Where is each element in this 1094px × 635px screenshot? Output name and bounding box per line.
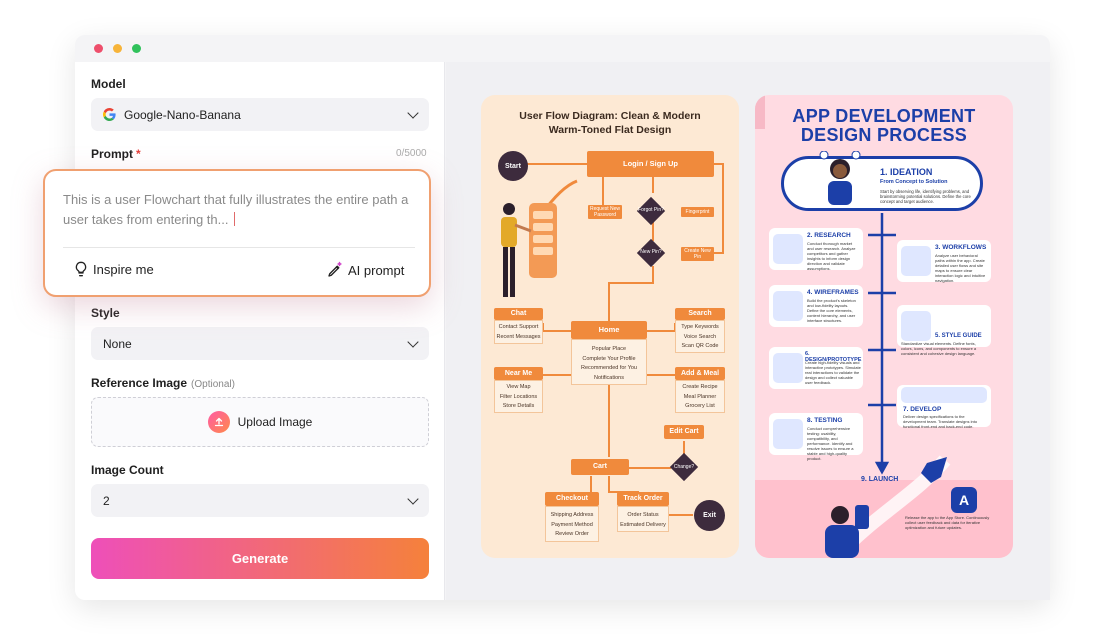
- lightbulb-icon: [73, 261, 89, 277]
- exit-node: Exit: [694, 500, 725, 531]
- fingerprint-node: Fingerprint: [681, 207, 714, 217]
- ai-prompt-button[interactable]: AI prompt: [326, 261, 404, 279]
- chat-node: Chat: [494, 308, 543, 320]
- step-style-guide: 5. STYLE GUIDE Standardize visual elemen…: [897, 305, 991, 356]
- style-select[interactable]: None: [91, 327, 429, 360]
- ideation-text: Start by observing life, identifying pro…: [880, 189, 971, 204]
- upload-icon: [207, 411, 230, 433]
- upload-image-dropzone[interactable]: Upload Image: [91, 397, 429, 447]
- ideation-subtitle: From Concept to Solution: [880, 179, 948, 185]
- image-count-select[interactable]: 2: [91, 484, 429, 517]
- image-count-value: 2: [103, 493, 110, 508]
- step-wireframes: 4. WIREFRAMES Build the product's skelet…: [769, 285, 863, 327]
- prompt-label: Prompt*: [91, 147, 141, 161]
- wireframe-icon: [773, 291, 803, 321]
- reference-image-label: Reference Image(Optional): [91, 376, 235, 390]
- thinking-person-illustration: [819, 151, 861, 205]
- phone-design-icon: [773, 353, 803, 383]
- edit-cart-node: Edit Cart: [664, 425, 704, 439]
- launch-title: 9. LAUNCH: [861, 476, 899, 483]
- maximize-dot[interactable]: [132, 44, 141, 53]
- search-node: Search: [675, 308, 725, 320]
- prompt-input-card[interactable]: This is a user Flowchart that fully illu…: [43, 169, 431, 297]
- forgot-pin-label: Forgot Pin?: [638, 207, 664, 213]
- inspire-me-label: Inspire me: [93, 261, 154, 277]
- create-pin-node: Create New Pin: [681, 247, 714, 261]
- home-node: Home: [571, 321, 647, 339]
- change-label: Change?: [673, 464, 695, 470]
- required-mark: *: [136, 147, 141, 161]
- chevron-down-icon: [407, 106, 419, 119]
- window-controls: [94, 44, 141, 53]
- magnifier-icon: [773, 234, 803, 264]
- upload-image-label: Upload Image: [237, 415, 313, 429]
- ideation-box: 1. IDEATION From Concept to Solution Sta…: [781, 151, 983, 211]
- style-value: None: [103, 336, 132, 351]
- model-select[interactable]: Google-Nano-Banana: [91, 98, 429, 131]
- style-label: Style: [91, 306, 120, 320]
- add-meal-node: Add & Meal: [675, 367, 725, 380]
- step-testing: 8. TESTING Conduct comprehensive testing…: [769, 413, 863, 461]
- robot-test-icon: [773, 419, 803, 449]
- prompt-char-counter: 0/5000: [396, 148, 427, 159]
- step-develop: 7. DEVELOP Deliver design specifications…: [897, 385, 991, 429]
- text-cursor-icon: [234, 212, 241, 226]
- near-me-node: Near Me: [494, 367, 543, 380]
- cart-node: Cart: [571, 459, 629, 475]
- palette-icon: [901, 311, 931, 341]
- close-dot[interactable]: [94, 44, 103, 53]
- minimize-dot[interactable]: [113, 44, 122, 53]
- start-node: Start: [498, 151, 528, 181]
- ideation-title: 1. IDEATION: [880, 167, 933, 177]
- image-count-label: Image Count: [91, 463, 164, 477]
- step-workflows: 3. WORKFLOWS Analyze user behavioral pat…: [897, 240, 991, 283]
- optional-tag: (Optional): [191, 379, 235, 390]
- divider: [63, 247, 415, 248]
- inspire-me-button[interactable]: Inspire me: [73, 261, 154, 277]
- track-order-node: Track Order: [617, 492, 669, 506]
- step-research: 2. RESEARCH Conduct thorough market and …: [769, 228, 863, 271]
- chevron-down-icon: [407, 492, 419, 505]
- magic-pen-icon: [326, 261, 344, 279]
- workflow-icon: [901, 246, 931, 276]
- rocket-launch-illustration: [825, 455, 951, 558]
- corner-decoration: [755, 95, 765, 129]
- prompt-textarea[interactable]: This is a user Flowchart that fully illu…: [63, 192, 409, 227]
- new-pin-label: New Pin?: [640, 249, 662, 255]
- app-store-icon: A: [951, 487, 977, 513]
- google-icon: [103, 108, 116, 121]
- launch-text: Release the app to the App Store. Contin…: [905, 515, 990, 530]
- login-node: Login / Sign Up: [587, 151, 714, 177]
- person-with-phone-illustration: [501, 203, 557, 297]
- chevron-down-icon: [407, 335, 419, 348]
- model-label: Model: [91, 77, 126, 91]
- checkout-node: Checkout: [545, 492, 599, 506]
- model-value: Google-Nano-Banana: [124, 107, 241, 122]
- step-design-prototype: 6. DESIGN/PROTOTYPE Create high-fidelity…: [769, 347, 863, 389]
- request-password-node: Request New Password: [588, 205, 622, 219]
- code-bug-icon: [901, 387, 987, 403]
- ai-prompt-label: AI prompt: [348, 262, 405, 278]
- timeline-connector: [868, 213, 896, 475]
- generate-button[interactable]: Generate: [91, 538, 429, 579]
